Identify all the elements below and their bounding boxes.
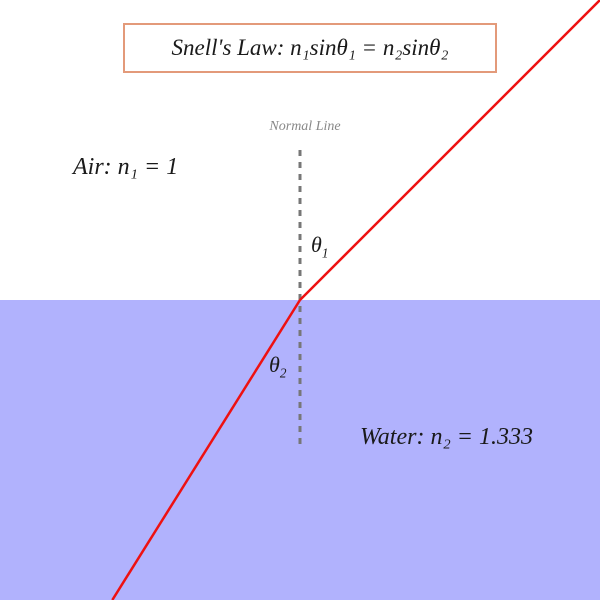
incident-ray (299, 0, 600, 301)
refracted-angle-text: θ2 (269, 352, 287, 381)
snells-law-title: Snell's Law: n₁sinθ₁ = n₂sinθ₂ (123, 23, 497, 73)
incident-angle-label: θ1 (311, 232, 328, 261)
refracted-angle-label: θ2 (269, 352, 286, 381)
normal-line-label: Normal Line (269, 119, 341, 134)
air-medium-label: Air: n₁ = 1 (73, 154, 179, 180)
incident-angle-text: θ1 (311, 232, 329, 261)
refracted-ray (111, 299, 302, 600)
water-region (0, 300, 600, 600)
water-medium-label: Water: n₂ = 1.333 (360, 424, 533, 450)
